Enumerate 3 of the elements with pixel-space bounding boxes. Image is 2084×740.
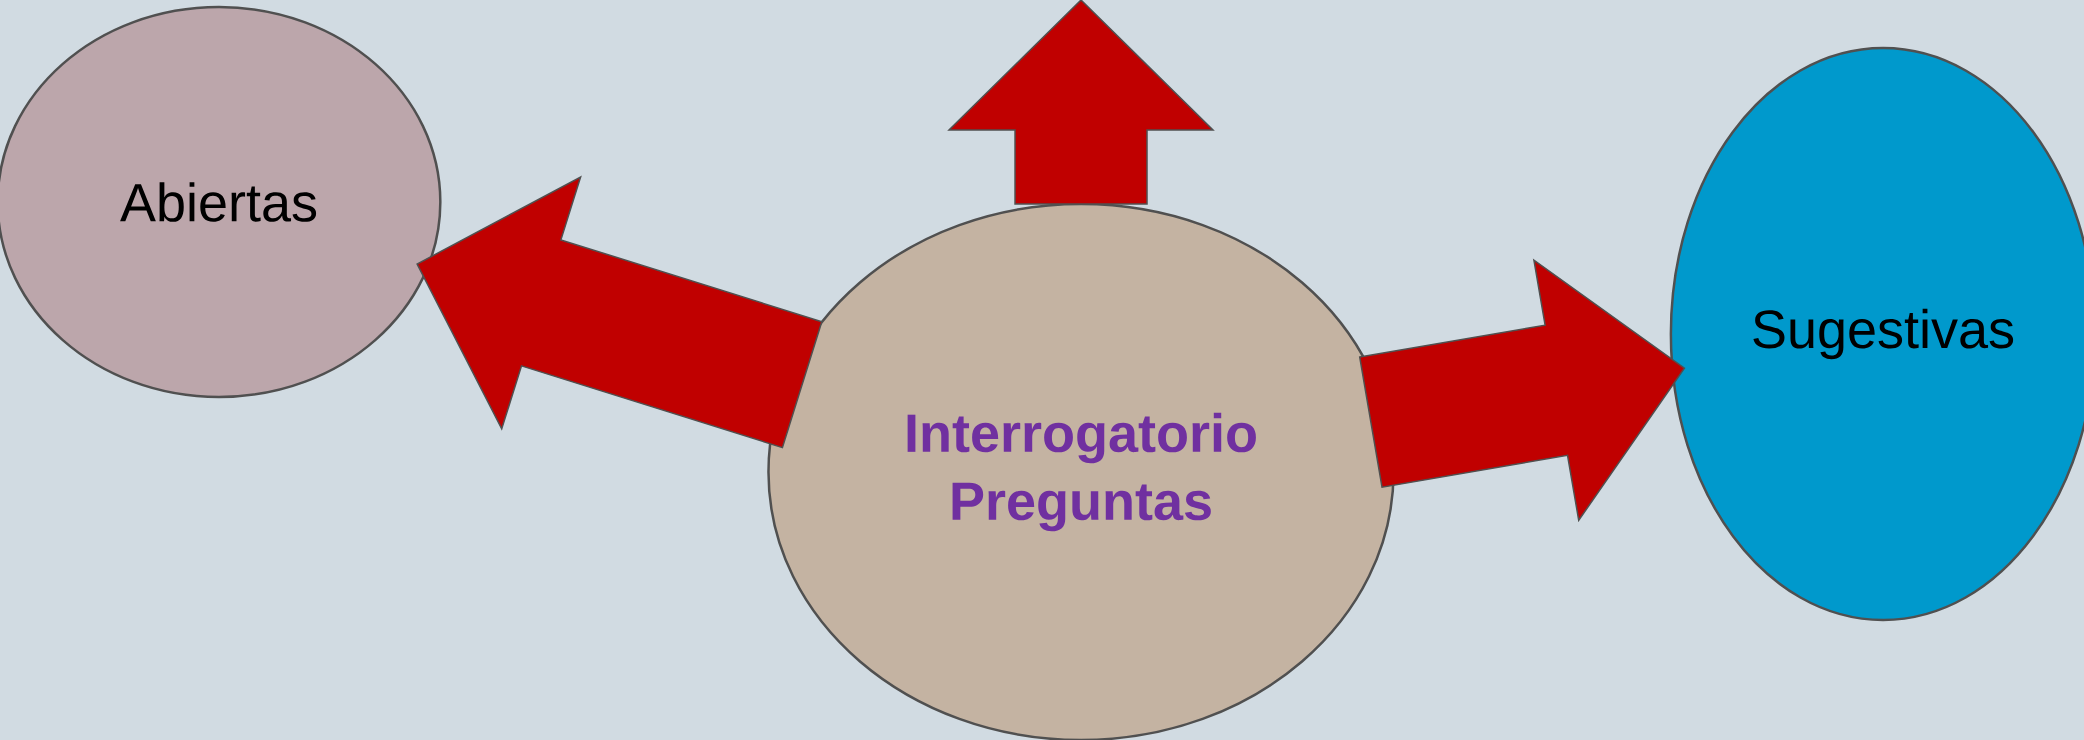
- block-arrow: [1358, 258, 1686, 523]
- block-arrow: [416, 175, 823, 449]
- block-arrow: [947, 0, 1215, 205]
